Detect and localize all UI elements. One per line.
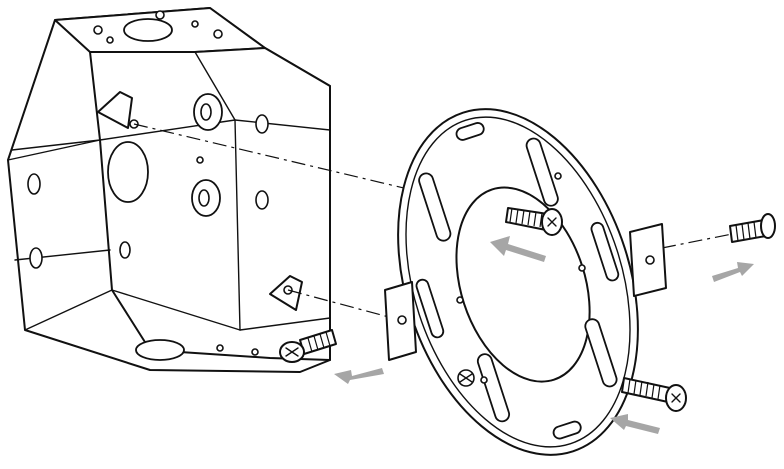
phillips-screw-icon	[505, 207, 563, 236]
bracket-slot	[584, 318, 618, 388]
bracket-slot	[590, 221, 620, 282]
ceiling-mounting-bracket-icon	[384, 108, 667, 456]
bracket-hole-cross	[459, 373, 473, 383]
screw-thread	[307, 337, 313, 353]
direction-arrow-icon	[334, 368, 384, 384]
box-seam	[234, 119, 331, 131]
phillips-screw-icon	[621, 377, 687, 412]
screw-thread	[741, 223, 745, 241]
box-top-hole	[155, 10, 165, 20]
screw-thread	[657, 384, 661, 400]
bracket-slot	[455, 122, 485, 141]
phillips-screw-icon	[729, 213, 776, 243]
bracket-tab-hole	[645, 255, 655, 265]
bracket-slot	[415, 278, 445, 339]
box-top-hole	[191, 20, 199, 28]
screw-thread	[639, 380, 643, 396]
bracket-ring-edge	[405, 116, 631, 448]
box-edge-line	[24, 289, 113, 331]
box-back-hole	[196, 156, 204, 164]
phillips-screw-icon	[279, 329, 337, 363]
screw-thread	[747, 222, 751, 240]
box-edge-line	[7, 139, 101, 161]
bracket-slot	[552, 420, 582, 440]
box-side-knockout	[107, 141, 149, 203]
box-side-hole	[29, 247, 43, 269]
alignment-line	[287, 289, 401, 321]
box-top-hole	[106, 36, 114, 44]
box-side-hole	[255, 114, 269, 134]
box-seam	[111, 289, 241, 331]
screw-thread	[527, 210, 531, 226]
screw-thread	[633, 379, 637, 395]
screw-thread	[735, 224, 739, 242]
box-top-knockout	[123, 18, 173, 42]
box-bottom-knockout	[135, 339, 185, 361]
box-seam	[239, 317, 331, 331]
box-side-hole	[119, 241, 131, 259]
box-side-hole	[27, 173, 41, 195]
screw-thread	[319, 333, 325, 349]
left-tab-arrow	[334, 368, 384, 384]
box-side-hole	[255, 190, 269, 210]
bracket-tab-hole	[397, 315, 407, 325]
alignment-line	[661, 231, 743, 249]
screw-head	[760, 213, 776, 239]
screw-head-cross	[671, 393, 681, 403]
box-top-hole	[213, 29, 223, 39]
screw-thread	[313, 335, 319, 351]
bracket-slot	[418, 172, 452, 242]
screw-thread	[509, 207, 513, 223]
screw-thread	[651, 383, 655, 399]
octagonal-electrical-box-icon	[7, 7, 331, 373]
screw-thread	[539, 212, 543, 228]
lower-arrow	[610, 414, 660, 434]
screw-thread	[521, 209, 525, 225]
box-edge-line	[11, 139, 101, 151]
box-edge-line	[54, 19, 91, 53]
bracket-hole	[578, 264, 586, 272]
box-mounting-ear	[97, 91, 133, 129]
screw-thread	[753, 221, 757, 239]
screw-thread	[627, 378, 631, 394]
box-bottom-hole	[216, 344, 224, 352]
screw-thread	[533, 211, 537, 227]
bracket-hole	[480, 376, 488, 384]
screw-head-cross	[547, 217, 557, 227]
box-back-hole	[198, 189, 210, 207]
direction-arrow-icon	[490, 236, 546, 262]
right-tab-arrow	[712, 262, 754, 282]
bracket-hole	[554, 172, 562, 180]
screw-thread	[515, 208, 519, 224]
screw-thread	[645, 381, 649, 397]
screw-head-cross	[285, 347, 299, 357]
box-bottom-hole	[251, 348, 259, 356]
upper-center-arrow	[490, 236, 546, 262]
direction-arrow-icon	[712, 262, 754, 282]
bracket-slot	[525, 137, 559, 207]
box-top-hole	[93, 25, 103, 35]
box-back-hole	[200, 103, 212, 121]
bracket-slot	[476, 353, 511, 423]
screw-thread	[325, 331, 331, 347]
bracket-hole	[456, 296, 464, 304]
direction-arrow-icon	[610, 414, 660, 434]
